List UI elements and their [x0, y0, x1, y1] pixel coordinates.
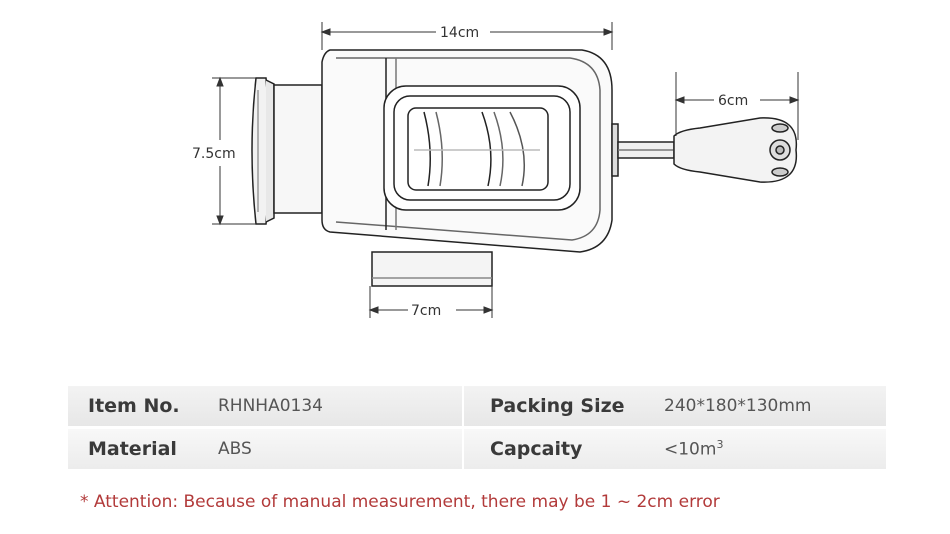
base-dimension-label: 7cm — [411, 303, 441, 319]
note-text: Attention: Because of manual measurement… — [93, 492, 720, 512]
mount-base — [371, 251, 493, 287]
spec-table: Item No. RHNHA0134 Packing Size 240*180*… — [68, 386, 886, 472]
packing-size-value: 240*180*130mm — [664, 396, 812, 416]
capacity-value-text: <10m — [664, 439, 717, 460]
column-divider — [462, 386, 464, 426]
left-lens — [251, 77, 275, 225]
capacity-unit-superscript: 3 — [716, 438, 724, 452]
capacity-label: Capcaity — [490, 438, 583, 460]
width-dimension-label: 14cm — [440, 25, 479, 41]
item-no-value: RHNHA0134 — [218, 396, 323, 416]
spec-row-material: Material ABS Capcaity <10m3 — [68, 429, 886, 469]
spec-row-item-no: Item No. RHNHA0134 Packing Size 240*180*… — [68, 386, 886, 426]
product-dimension-diagram: 14cm 7.5cm 6cm 7cm — [192, 22, 800, 319]
handle-assembly — [611, 117, 798, 183]
material-label: Material — [88, 438, 177, 460]
item-no-label: Item No. — [88, 395, 180, 417]
lens-connector — [273, 84, 323, 214]
packing-size-label: Packing Size — [490, 395, 625, 417]
column-divider — [462, 429, 464, 469]
handle-dimension-label: 6cm — [718, 93, 748, 109]
material-value: ABS — [218, 439, 252, 459]
capacity-value: <10m3 — [664, 438, 864, 460]
note-marker: * — [80, 492, 89, 512]
main-body — [321, 49, 613, 253]
height-dimension-label: 7.5cm — [192, 146, 236, 162]
attention-note: * Attention: Because of manual measureme… — [80, 492, 720, 512]
